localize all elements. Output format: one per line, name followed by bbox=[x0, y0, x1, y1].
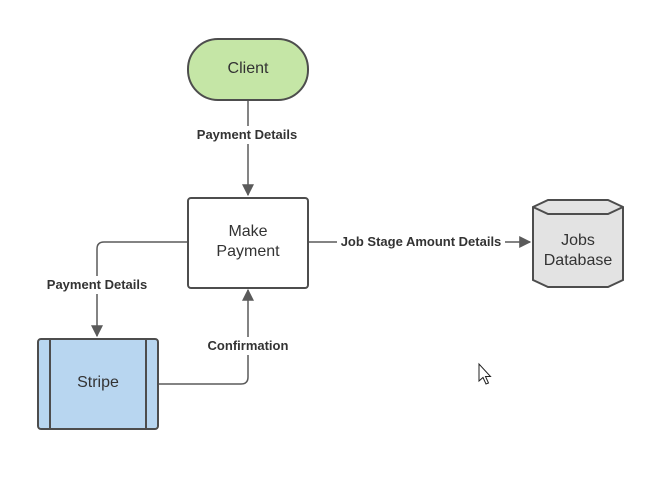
stripe-label: Stripe bbox=[77, 374, 119, 391]
edge-label-payment-details-stripe: Payment Details bbox=[47, 277, 147, 292]
stripe-shape bbox=[37, 338, 159, 430]
jobs-database-node[interactable]: Jobs Database bbox=[532, 199, 624, 288]
make-payment-label-line2: Payment bbox=[216, 243, 280, 260]
make-payment-label-line1: Make bbox=[228, 223, 267, 240]
edge-label-confirmation: Confirmation bbox=[208, 338, 289, 353]
jobs-database-label-line1: Jobs bbox=[561, 232, 595, 249]
client-shape bbox=[187, 38, 309, 101]
make-payment-shape bbox=[187, 197, 309, 289]
client-label: Client bbox=[228, 60, 269, 77]
jobs-database-top-rim bbox=[532, 206, 624, 215]
mouse-pointer-icon bbox=[478, 362, 492, 385]
jobs-database-shape bbox=[532, 199, 624, 288]
edge-payment-to-stripe bbox=[91, 241, 188, 338]
edge-stripe-to-payment bbox=[158, 288, 254, 385]
jobs-database-label-line2: Database bbox=[544, 252, 613, 269]
stripe-node[interactable]: Stripe bbox=[37, 338, 159, 430]
edge-label-job-stage-amount-details: Job Stage Amount Details bbox=[341, 234, 502, 249]
make-payment-node[interactable]: Make Payment bbox=[187, 197, 309, 289]
client-node[interactable]: Client bbox=[187, 38, 309, 101]
edge-label-payment-details-client: Payment Details bbox=[197, 127, 297, 142]
